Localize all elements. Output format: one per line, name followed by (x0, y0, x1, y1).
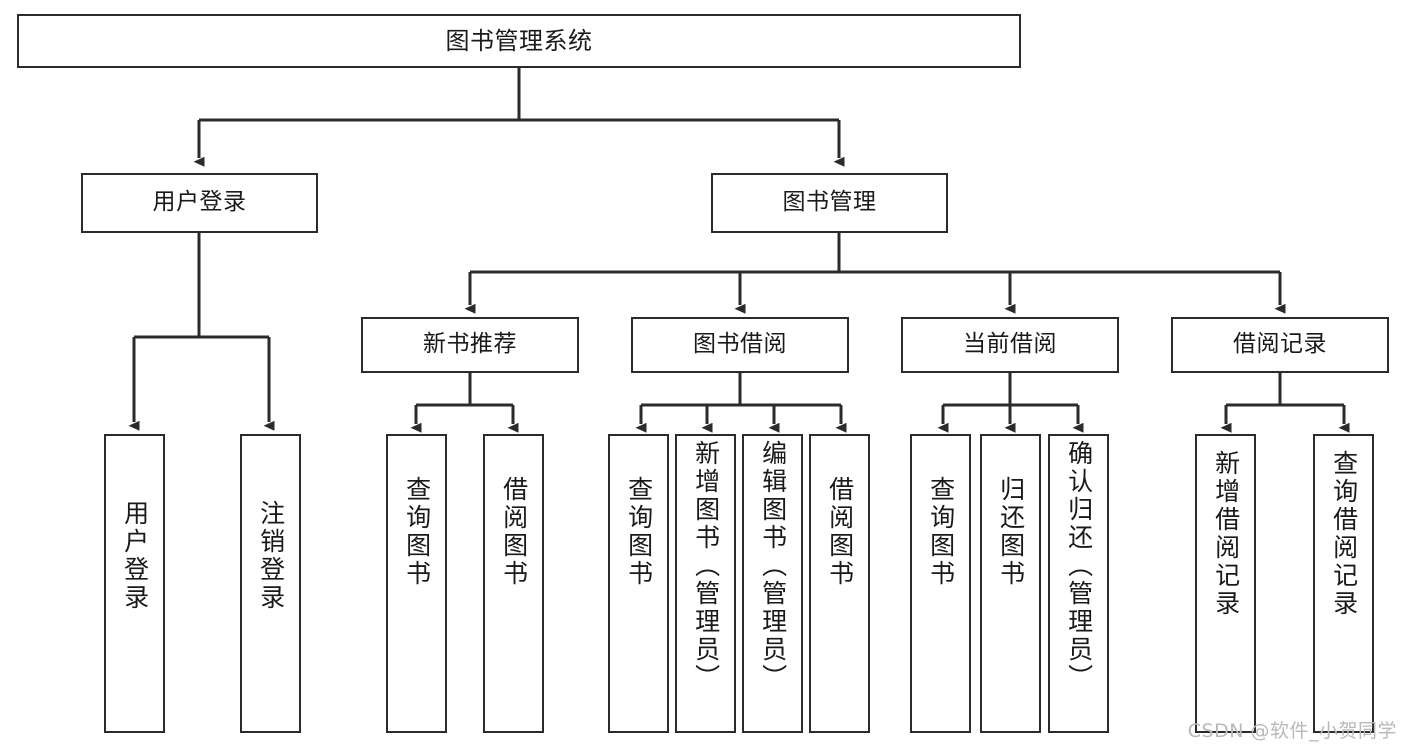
node-label: 借阅图书 (499, 476, 529, 588)
node-label: 确认归还（管理员） (1064, 440, 1094, 692)
node-label: 查询图书 (624, 476, 654, 588)
node-leaf-return-book[interactable]: 归还图书 (980, 434, 1041, 733)
node-book-manage[interactable]: 图书管理 (711, 173, 948, 233)
node-label: 当前借阅 (963, 331, 1057, 358)
node-leaf-logout-login[interactable]: 注销登录 (240, 434, 301, 733)
node-leaf-add-book[interactable]: 新增图书（管理员） (675, 434, 736, 733)
node-label: 编辑图书（管理员） (758, 440, 788, 692)
node-leaf-query-record[interactable]: 查询借阅记录 (1313, 434, 1374, 733)
node-leaf-query-book-2[interactable]: 查询图书 (608, 434, 669, 733)
node-label: 归还图书 (996, 476, 1026, 588)
node-borrow-record[interactable]: 借阅记录 (1171, 317, 1389, 373)
node-root-system[interactable]: 图书管理系统 (17, 14, 1021, 68)
node-label: 查询图书 (402, 476, 432, 588)
node-label: 注销登录 (256, 500, 286, 612)
node-leaf-user-login[interactable]: 用户登录 (104, 434, 165, 733)
node-label: 图书管理 (782, 189, 877, 216)
node-label: 借阅图书 (825, 476, 855, 588)
node-label: 新书推荐 (423, 331, 517, 358)
node-leaf-borrow-book-2[interactable]: 借阅图书 (809, 434, 870, 733)
node-label: 新增借阅记录 (1211, 450, 1241, 618)
node-book-borrow[interactable]: 图书借阅 (631, 317, 849, 373)
node-new-book-recommend[interactable]: 新书推荐 (361, 317, 579, 373)
node-label: 查询借阅记录 (1329, 450, 1359, 618)
node-label: 借阅记录 (1233, 331, 1327, 358)
node-label: 图书管理系统 (445, 26, 593, 55)
node-label: 用户登录 (152, 189, 247, 216)
node-user-login[interactable]: 用户登录 (81, 173, 318, 233)
node-leaf-confirm-return[interactable]: 确认归还（管理员） (1048, 434, 1109, 733)
watermark-text: CSDN @软件_小贺同学 (1187, 720, 1397, 742)
node-label: 图书借阅 (693, 331, 787, 358)
node-leaf-query-book-3[interactable]: 查询图书 (910, 434, 971, 733)
node-leaf-edit-book[interactable]: 编辑图书（管理员） (742, 434, 803, 733)
node-label: 查询图书 (926, 476, 956, 588)
node-leaf-borrow-book-1[interactable]: 借阅图书 (483, 434, 544, 733)
node-leaf-query-book-1[interactable]: 查询图书 (386, 434, 447, 733)
node-label: 用户登录 (120, 500, 150, 612)
node-current-borrow[interactable]: 当前借阅 (901, 317, 1119, 373)
node-leaf-add-record[interactable]: 新增借阅记录 (1195, 434, 1256, 733)
node-label: 新增图书（管理员） (691, 440, 721, 692)
